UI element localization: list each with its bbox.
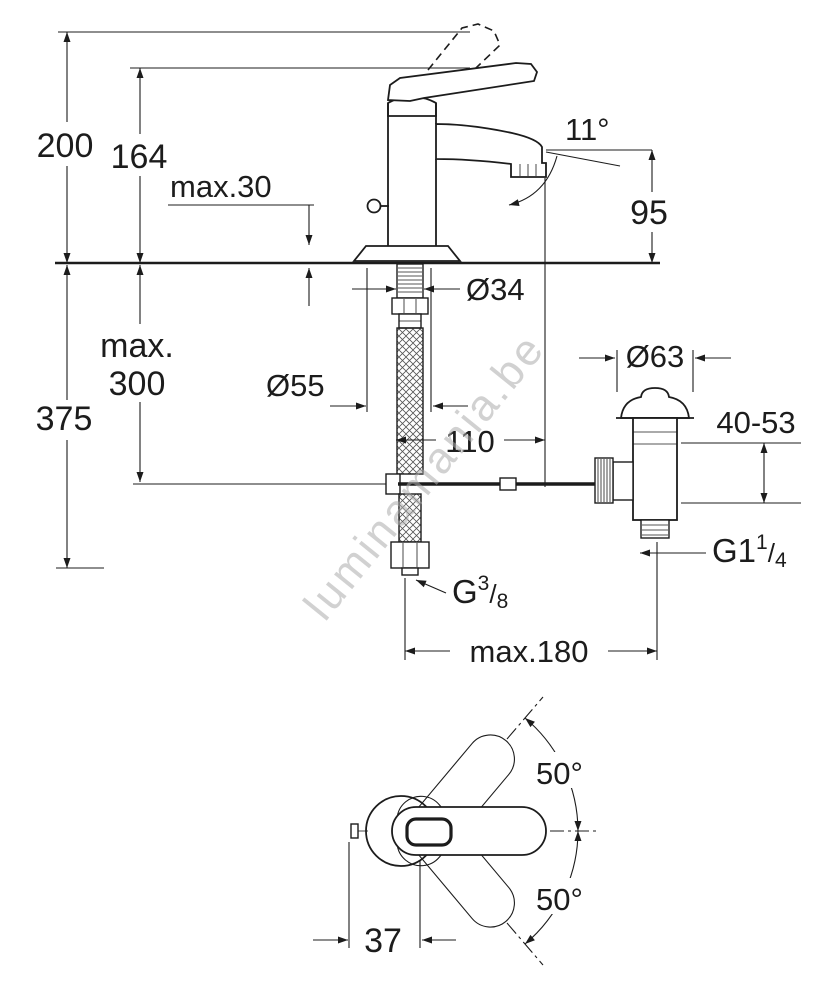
dim-40-53-label: 40-53	[716, 405, 795, 440]
dim-max180-label: max.180	[470, 634, 589, 669]
dimension-37: 37	[313, 842, 456, 960]
lever-raised-phantom	[427, 23, 501, 89]
rod-end-knob	[350, 823, 359, 839]
waste-tailpiece	[640, 519, 670, 539]
dim-g114-label: G11/4	[712, 531, 787, 572]
label-mask-lower	[532, 878, 590, 914]
dimension-g1-1-4: G11/4	[640, 531, 787, 572]
dim-11deg-label: 11°	[565, 112, 610, 147]
dim-164-label: 164	[111, 138, 168, 176]
dim-max30-label: max.30	[170, 169, 272, 204]
spout-angle-arc	[508, 155, 558, 207]
waste-body	[632, 417, 678, 521]
shank-threads	[398, 267, 422, 293]
dimension-200: 200	[37, 31, 470, 263]
dim-200-label: 200	[37, 127, 94, 165]
popup-waste-assembly	[594, 387, 694, 539]
dimension-g3-8: G3/8	[415, 572, 508, 613]
dim-d34-label: Ø34	[466, 272, 525, 307]
hose-end-nut	[390, 541, 430, 569]
dimension-d63: Ø63	[579, 339, 731, 392]
threaded-shank	[396, 263, 424, 299]
dimension-95: 95	[630, 150, 668, 263]
mounting-nut	[391, 297, 429, 315]
dim-d63-label: Ø63	[626, 339, 685, 374]
popup-lifter-ring	[366, 198, 382, 214]
dim-110-label: 110	[445, 424, 494, 459]
dimension-164: 164	[111, 67, 470, 263]
rod-clevis	[385, 473, 401, 495]
waste-flange-dome	[619, 387, 691, 419]
dim-g38-label: G3/8	[452, 572, 508, 613]
label-mask-upper	[532, 752, 590, 788]
dimension-spout-angle: 11°	[508, 112, 652, 207]
dimension-110: 110	[396, 424, 545, 459]
dim-d55-label: Ø55	[266, 368, 325, 403]
escutcheon-base	[352, 245, 462, 262]
waste-side-port	[612, 461, 634, 501]
dim-95-label: 95	[630, 194, 668, 232]
dimension-375: 375	[36, 265, 104, 569]
dim-375-label: 375	[36, 400, 93, 438]
faucet-top-view: 50° 50° 37	[313, 696, 598, 966]
dimension-d34: Ø34	[352, 272, 525, 307]
swivel-upper-label: 50°	[536, 756, 583, 791]
spout	[435, 123, 547, 178]
faucet-side-view	[55, 23, 694, 576]
flex-hose-upper	[396, 327, 424, 475]
dim-37-label: 37	[364, 922, 402, 960]
lever-handle	[386, 62, 539, 102]
dimension-d55: Ø55	[266, 268, 468, 412]
flex-hose-lower	[398, 493, 422, 543]
dimension-max180: max.180	[404, 542, 658, 669]
rod-connector	[499, 477, 517, 491]
dim-max300-label-1: max.	[100, 327, 174, 365]
dimension-max300: max. 300	[100, 265, 386, 485]
swivel-lower-label: 50°	[536, 882, 583, 917]
hose-end-tube	[401, 567, 419, 576]
dimension-40-53: 40-53	[681, 405, 801, 504]
handle-slot	[405, 817, 453, 847]
dimension-max30: max.30	[168, 169, 314, 306]
knob-knurling	[597, 459, 611, 502]
dim-max300-label-2: 300	[109, 365, 166, 403]
